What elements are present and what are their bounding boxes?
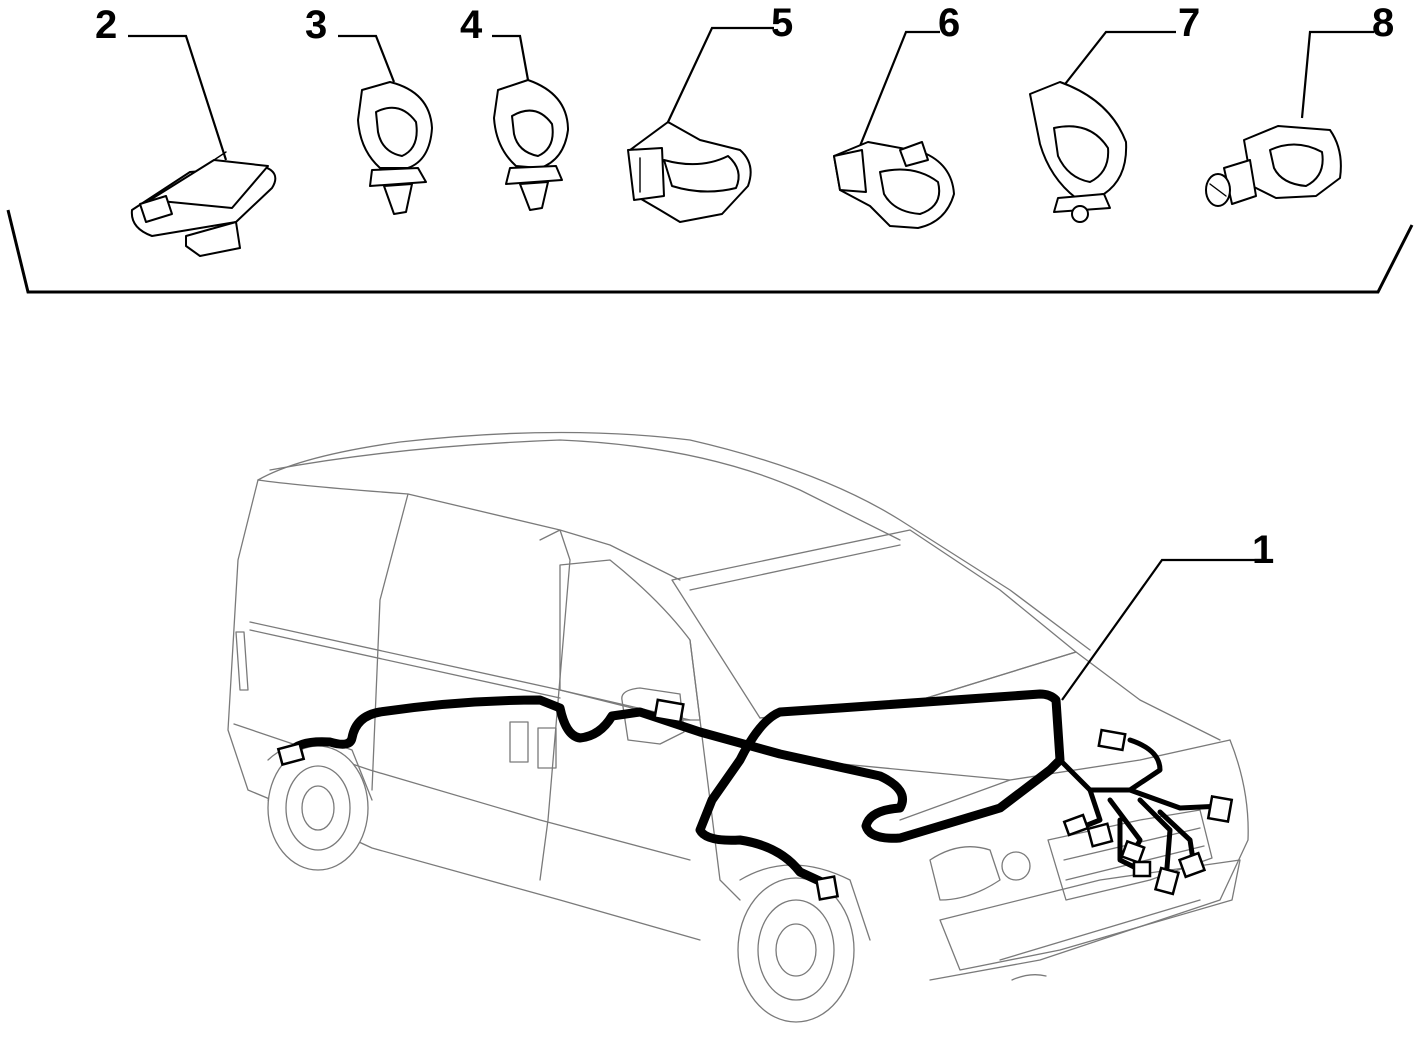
part-6-cable-clip: 6: [833, 1, 960, 229]
connector: [1153, 866, 1181, 896]
connector: [1132, 860, 1152, 878]
part-5-cable-clip: 5: [627, 1, 793, 223]
connector: [1062, 813, 1090, 837]
connector: [814, 875, 840, 901]
callout-4-label: 4: [460, 3, 483, 47]
callout-2-label: 2: [95, 3, 117, 47]
connector: [276, 741, 306, 767]
part-4-cable-clip: 4: [460, 3, 569, 211]
wiring-harness: 1: [276, 528, 1274, 901]
connector: [1086, 822, 1114, 848]
connector: [653, 698, 685, 724]
callout-5-label: 5: [771, 1, 793, 45]
part-7-cable-clip: 7: [1029, 1, 1200, 223]
callout-8-label: 8: [1372, 1, 1394, 45]
connector: [1097, 728, 1127, 752]
callout-1-label: 1: [1252, 528, 1274, 572]
callout-7-label: 7: [1178, 1, 1200, 45]
part-2-flat-clip: 2: [95, 3, 277, 257]
callout-3-label: 3: [305, 3, 327, 47]
part-8-cable-clip: 8: [1205, 1, 1394, 207]
connector: [1177, 851, 1207, 879]
connector: [1206, 794, 1234, 824]
part-3-cable-clip: 3: [305, 3, 433, 215]
connector: [1120, 839, 1146, 865]
van-illustration: [227, 431, 1249, 1023]
parts-kit-bracket: [6, 209, 1414, 294]
callout-6-label: 6: [938, 1, 960, 45]
